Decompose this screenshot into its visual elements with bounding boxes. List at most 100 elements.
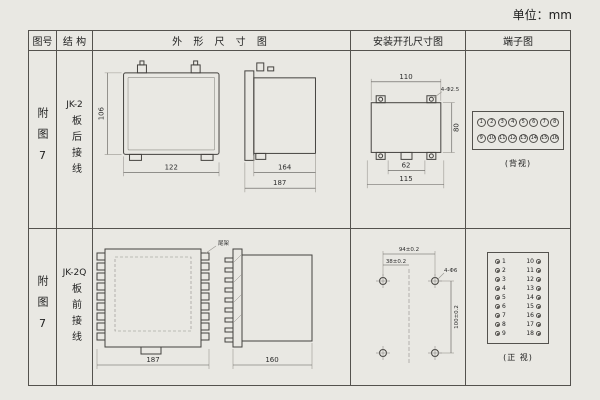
- terminal-number: 5: [502, 293, 506, 301]
- terminal-number: 16: [526, 311, 534, 319]
- col-header-terminal: 端子图: [466, 31, 570, 51]
- hole-label: 4-Φ6: [444, 268, 458, 274]
- side-view: [243, 62, 316, 161]
- terminal-number: 14: [526, 293, 534, 301]
- terminal-number: 4: [508, 117, 518, 127]
- terminal-dot-icon: [536, 313, 541, 318]
- terminal-number: 16: [550, 133, 560, 143]
- terminal-dot-icon: [495, 268, 500, 273]
- model-label: JK-2Q: [62, 267, 87, 278]
- side-view: [224, 248, 312, 348]
- terminal-row-top: 1 2 3 4 5 6 7 8: [476, 117, 560, 127]
- terminal-pair: 7 16: [495, 311, 541, 319]
- spec-table: 图号 结 构 外 形 尺 寸 图 安装开孔尺寸图 端子图 附图7 JK-2 板后…: [28, 30, 571, 386]
- terminal-number: 1: [476, 117, 486, 127]
- fig-no-label: 附图7: [36, 274, 49, 340]
- side-view-dims: [244, 153, 316, 193]
- terminal-dot-icon: [495, 286, 500, 291]
- front-view-dims: [104, 72, 219, 177]
- terminal-number: 11: [497, 133, 507, 143]
- dim-top: 110: [399, 73, 412, 81]
- terminal-number: 2: [502, 266, 506, 274]
- dim-height: 106: [97, 107, 105, 120]
- row1-install-cell: 110 4-Φ2.5 62 115 80: [351, 51, 466, 229]
- col-header-install: 安装开孔尺寸图: [351, 31, 466, 51]
- outline-drawing-jk2: 106 122 164 187: [97, 60, 316, 193]
- dim-width: 122: [164, 163, 177, 171]
- terminal-number: 5: [518, 117, 528, 127]
- row2-outline-cell: 187 尾架 160: [93, 229, 351, 385]
- terminal-dot-icon: [536, 295, 541, 300]
- terminal-number: 7: [539, 117, 549, 127]
- terminal-number: 2: [487, 117, 497, 127]
- terminal-number: 15: [526, 302, 534, 310]
- front-dims: [96, 245, 216, 369]
- terminal-number: 13: [518, 133, 528, 143]
- tail-bracket-label: 尾架: [218, 240, 230, 247]
- header-label: 图号: [32, 37, 53, 48]
- row2-structure-cell: JK-2Q 板前接线: [57, 229, 93, 385]
- terminal-number: 17: [526, 320, 534, 328]
- dim-top: 94±0.2: [398, 247, 418, 253]
- install-drawing-jk2q: 94±0.2 38±0.2 4-Φ6 100±0.2: [375, 247, 460, 365]
- terminal-pair: 4 13: [495, 284, 541, 292]
- terminal-dot-icon: [495, 331, 500, 336]
- terminal-dot-icon: [536, 277, 541, 282]
- model-label: JK-2: [66, 100, 83, 110]
- terminal-number: 13: [526, 284, 534, 292]
- dim-depth: 160: [265, 356, 278, 364]
- terminal-dot-icon: [495, 322, 500, 327]
- terminal-pair: 9 18: [495, 329, 541, 337]
- dim-outer: 115: [399, 175, 412, 183]
- col-header-outline: 外 形 尺 寸 图: [93, 31, 351, 51]
- structure-label: 板前接线: [69, 282, 81, 347]
- terminal-number: 1: [502, 257, 506, 265]
- terminal-number: 7: [502, 311, 506, 319]
- flange-hatch: [232, 253, 242, 324]
- row1-outline-cell: 106 122 164 187: [93, 51, 351, 229]
- terminal-pair: 1 10: [495, 257, 541, 265]
- terminal-number: 3: [502, 275, 506, 283]
- structure-block: JK-2Q 板前接线: [63, 268, 87, 347]
- terminal-number: 10: [526, 257, 534, 265]
- terminal-caption: (背视): [504, 158, 532, 168]
- terminal-pair: 5 14: [495, 293, 541, 301]
- row1-terminal-cell: 1 2 3 4 5 6 7 8 9 10 11 12 13 14 15 16 (…: [466, 51, 570, 229]
- cutout-shape: [370, 95, 441, 160]
- terminal-number: 9: [502, 329, 506, 337]
- terminal-dot-icon: [536, 268, 541, 273]
- hole-label: 4-Φ2.5: [440, 87, 458, 93]
- install-dims: [366, 78, 455, 189]
- col-header-structure: 结 构: [57, 31, 93, 51]
- dim-side: 80: [452, 123, 460, 132]
- terminal-dot-icon: [495, 259, 500, 264]
- row2-fig-no-cell: 附图7: [29, 229, 57, 385]
- terminal-number: 12: [508, 133, 518, 143]
- row1-structure-cell: JK-2 板后接线: [57, 51, 93, 229]
- install-drawing-jk2: 110 4-Φ2.5 62 115 80: [366, 73, 460, 189]
- header-label: 端子图: [503, 37, 533, 48]
- terminal-number: 10: [487, 133, 497, 143]
- terminal-number: 9: [476, 133, 486, 143]
- header-label: 结 构: [62, 37, 87, 48]
- terminal-number: 3: [497, 117, 507, 127]
- dim-side: 100±0.2: [454, 305, 460, 329]
- row2-install-cell: 94±0.2 38±0.2 4-Φ6 100±0.2: [351, 229, 466, 385]
- terminal-number: 18: [526, 329, 534, 337]
- header-label: 外 形 尺 寸 图: [172, 37, 271, 48]
- terminal-number: 14: [529, 133, 539, 143]
- terminal-caption: (正 视): [503, 352, 533, 362]
- front-view: [96, 248, 209, 355]
- terminal-dot-icon: [536, 304, 541, 309]
- terminal-number: 6: [502, 302, 506, 310]
- fig-no-label: 附图7: [36, 107, 49, 172]
- dim-top2: 38±0.2: [385, 259, 405, 265]
- terminal-dot-icon: [536, 286, 541, 291]
- dim-total: 187: [273, 179, 286, 187]
- terminal-number: 4: [502, 284, 506, 292]
